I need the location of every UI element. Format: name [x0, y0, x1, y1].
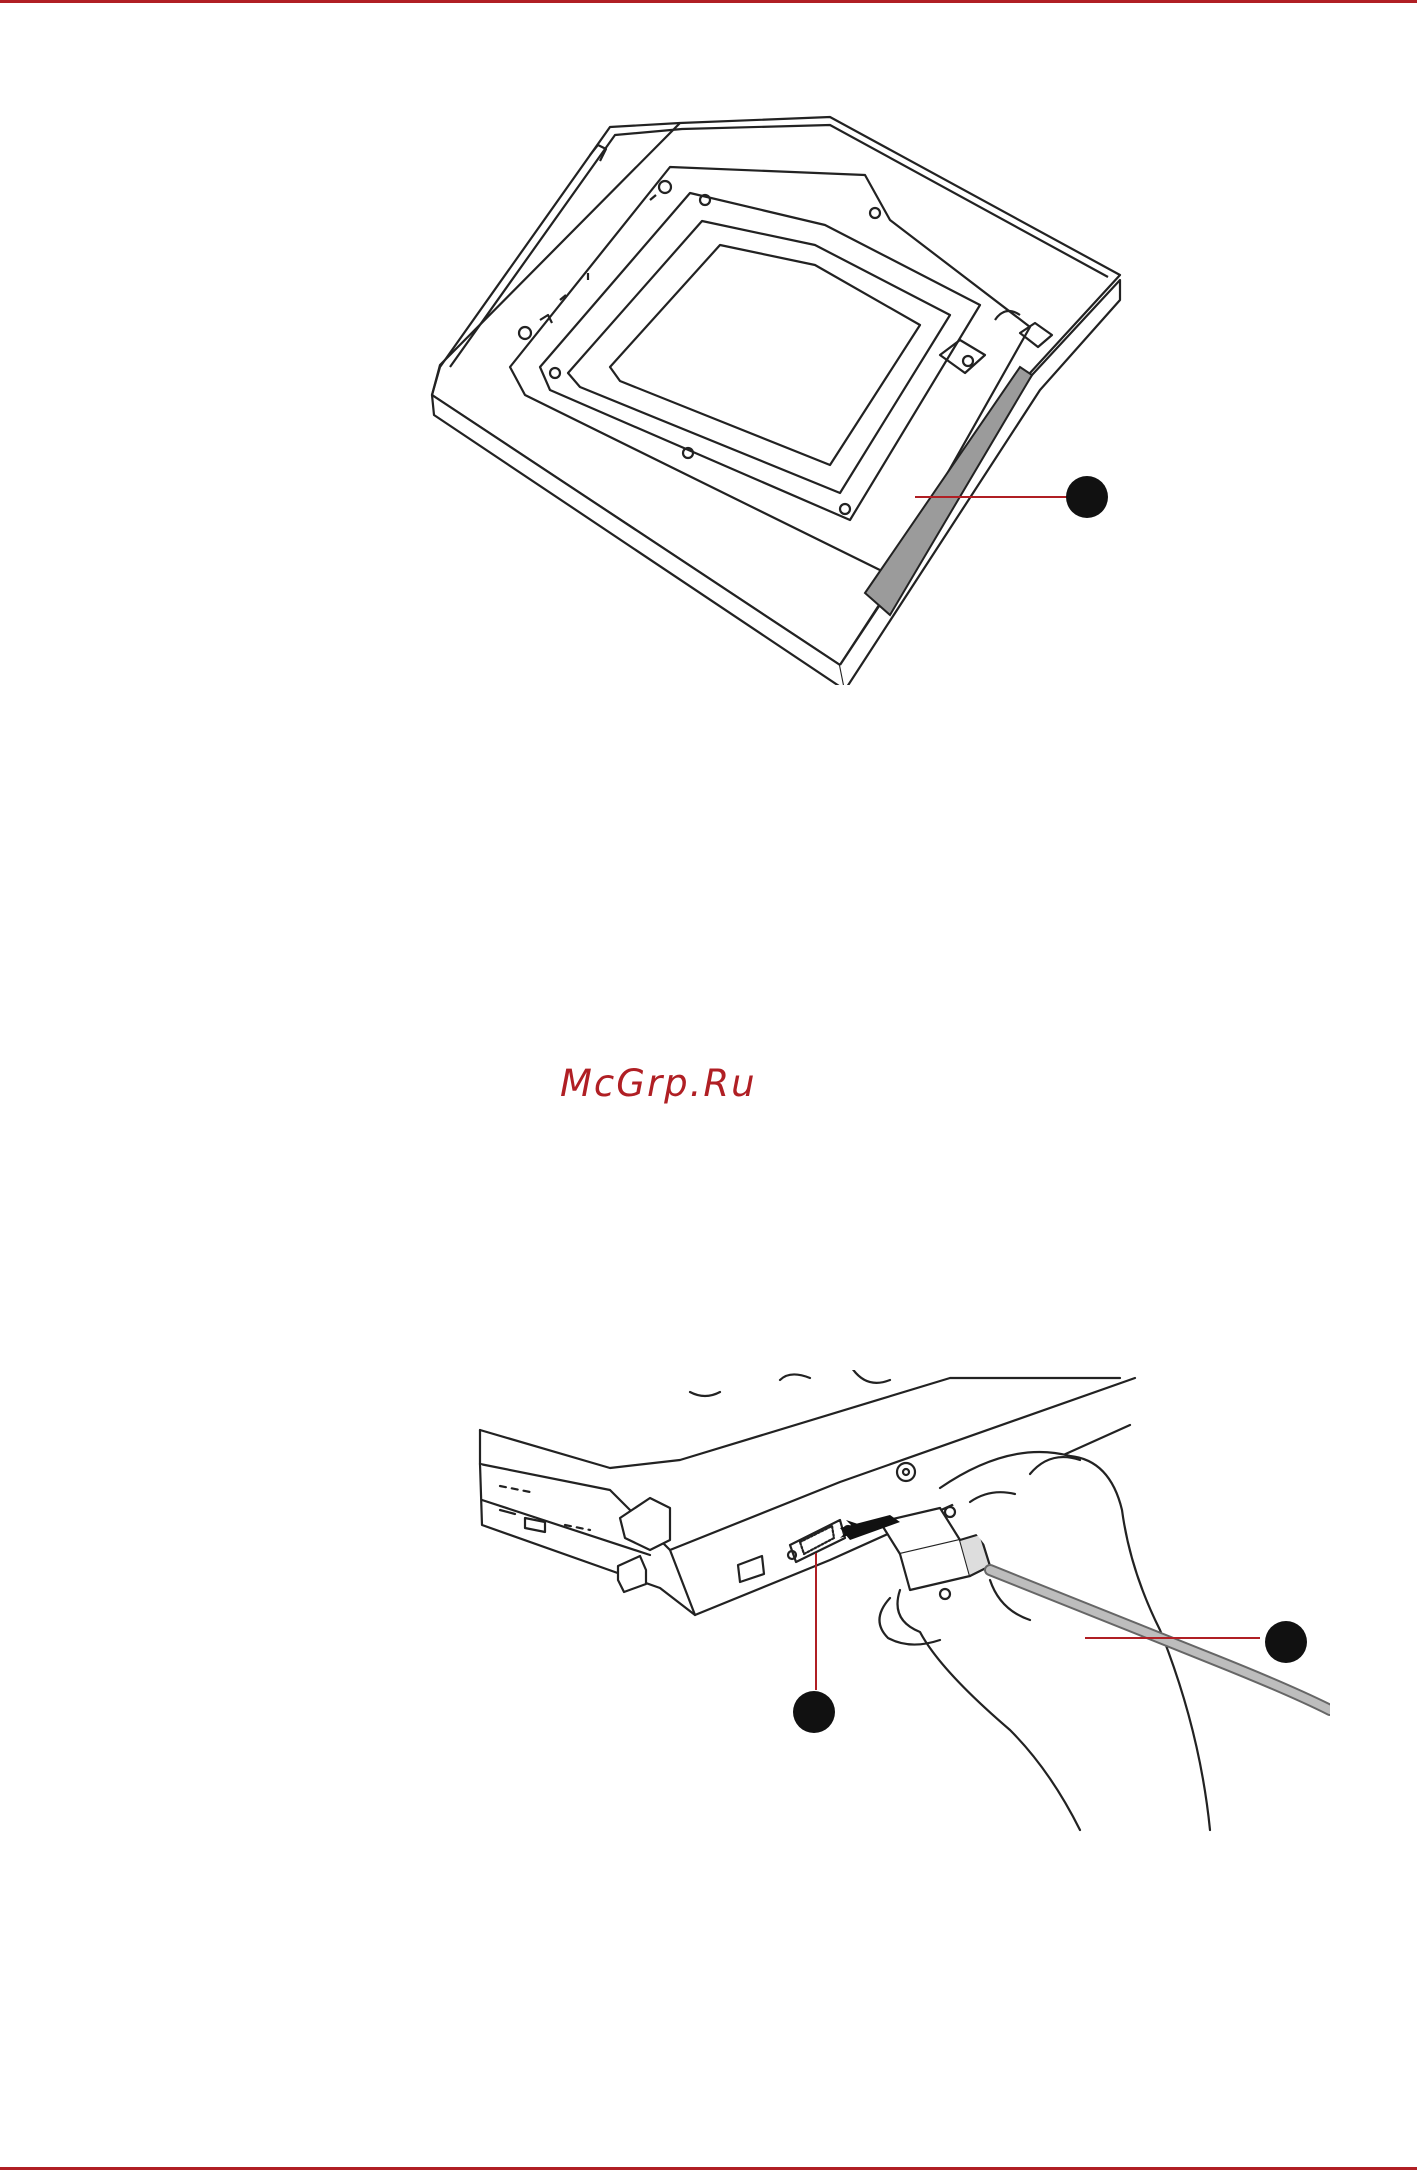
external-monitor-cable-illustration: [470, 1370, 1330, 1840]
monitor-cable-drawing: [470, 1370, 1330, 1840]
watermark-text: McGrp.Ru: [560, 1062, 860, 1105]
hard-disk-adaptor-illustration: [420, 105, 1140, 685]
bottom-rule: [0, 2167, 1417, 2170]
callout-marker-cable: [1265, 1621, 1307, 1663]
callout-marker-port: [793, 1691, 835, 1733]
top-rule: [0, 0, 1417, 3]
callout-marker: [1066, 476, 1108, 518]
hdd-adaptor-drawing: [420, 105, 1140, 685]
